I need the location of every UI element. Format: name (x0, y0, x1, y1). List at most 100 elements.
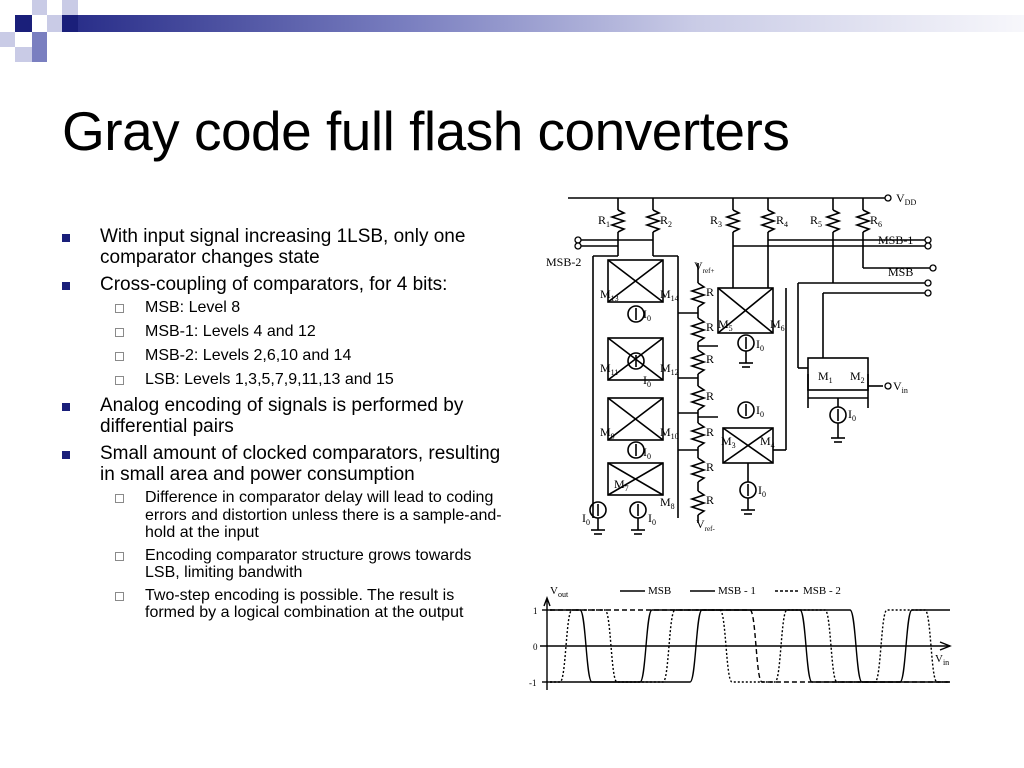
waveform-xlabel: Vin (935, 653, 949, 667)
deco-square (62, 0, 78, 15)
svg-text:I0: I0 (643, 445, 651, 461)
header-gradient-bar (78, 15, 1024, 32)
hollow-square-bullet-icon (115, 304, 124, 313)
deco-square (32, 32, 47, 47)
svg-text:M5: M5 (718, 317, 733, 333)
sub-bullet-text: MSB-1: Levels 4 and 12 (145, 323, 316, 340)
sub-bullet-item: Encoding comparator structure grows towa… (100, 547, 505, 582)
hollow-square-bullet-icon (115, 551, 124, 561)
sub-bullet-item: Difference in comparator delay will lead… (100, 489, 505, 542)
waveform-ylabel: Vout (550, 585, 569, 599)
svg-text:R4: R4 (776, 213, 788, 229)
tick-label: 0 (533, 642, 538, 652)
deco-square (47, 15, 62, 32)
sub-bullet-item: LSB: Levels 1,3,5,7,9,11,13 and 15 (100, 371, 505, 389)
svg-text:I0: I0 (643, 307, 651, 323)
svg-text:R1: R1 (598, 213, 610, 229)
vdd-label: VDD (896, 191, 916, 207)
svg-text:R: R (706, 425, 714, 439)
hollow-square-bullet-icon (115, 352, 124, 361)
svg-text:M10: M10 (660, 425, 679, 441)
msb-2-label: MSB-2 (546, 255, 581, 269)
bullet-item: Small amount of clocked comparators, res… (60, 443, 505, 622)
bullet-text: Cross-coupling of comparators, for 4 bit… (100, 274, 448, 295)
deco-square (15, 47, 32, 62)
svg-text:R: R (706, 320, 714, 334)
sub-bullet-item: Two-step encoding is possible. The resul… (100, 587, 505, 622)
svg-text:R3: R3 (710, 213, 722, 229)
svg-text:I0: I0 (648, 511, 656, 527)
svg-text:I0: I0 (582, 511, 590, 527)
svg-text:R: R (706, 460, 714, 474)
square-bullet-icon (62, 234, 70, 242)
svg-text:M12: M12 (660, 361, 679, 377)
svg-text:M6: M6 (770, 317, 785, 333)
svg-text:R5: R5 (810, 213, 822, 229)
deco-square (15, 32, 32, 47)
sub-bullet-item: MSB-2: Levels 2,6,10 and 14 (100, 347, 505, 365)
sub-bullet-text: MSB: Level 8 (145, 299, 241, 316)
bullet-text: Analog encoding of signals is performed … (100, 395, 464, 437)
slide-title: Gray code full flash converters (62, 100, 790, 162)
svg-text:M7: M7 (614, 477, 629, 493)
svg-text:R: R (706, 285, 714, 299)
deco-square (15, 15, 32, 32)
sub-bullet-item: MSB-1: Levels 4 and 12 (100, 323, 505, 341)
deco-square (32, 47, 47, 62)
deco-square (62, 15, 78, 32)
sub-bullet-text: Two-step encoding is possible. The resul… (145, 586, 464, 622)
svg-text:I0: I0 (848, 407, 856, 423)
svg-text:M9: M9 (600, 425, 615, 441)
svg-text:M8: M8 (660, 495, 675, 511)
svg-text:R6: R6 (870, 213, 882, 229)
legend-msb-1: MSB - 1 (718, 585, 756, 597)
svg-text:I0: I0 (756, 403, 764, 419)
legend-msb: MSB (648, 585, 671, 597)
svg-text:Vin: Vin (893, 379, 908, 395)
gray-code-output-waveform: Vout Vin MSB MSB - 1 MSB - 2 1 0 -1 (529, 585, 952, 690)
msb-1-label: MSB-1 (878, 233, 913, 247)
hollow-square-bullet-icon (115, 376, 124, 385)
svg-text:M3: M3 (721, 434, 736, 450)
square-bullet-icon (62, 403, 70, 411)
svg-text:M1: M1 (818, 369, 833, 385)
svg-text:M4: M4 (760, 434, 775, 450)
svg-text:Vref-: Vref- (696, 517, 715, 533)
svg-text:I0: I0 (643, 373, 651, 389)
bullet-list: With input signal increasing 1LSB, only … (60, 226, 505, 628)
svg-text:I0: I0 (758, 483, 766, 499)
msb-label: MSB (888, 265, 913, 279)
hollow-square-bullet-icon (115, 591, 124, 601)
gray-code-circuit-diagram: VDD R1 R2 R3 R4 R5 R6 MSB-1 MSB MSB-2 Vr… (546, 191, 937, 535)
deco-square (32, 0, 47, 15)
svg-text:R: R (706, 389, 714, 403)
tick-label: -1 (529, 678, 537, 688)
header-decoration (0, 0, 1024, 70)
sub-bullet-item: MSB: Level 8 (100, 299, 505, 317)
sub-bullet-text: LSB: Levels 1,3,5,7,9,11,13 and 15 (145, 371, 394, 388)
svg-text:M2: M2 (850, 369, 865, 385)
deco-square (0, 32, 15, 47)
square-bullet-icon (62, 451, 70, 459)
hollow-square-bullet-icon (115, 494, 124, 503)
svg-text:R: R (706, 493, 714, 507)
bullet-item: Cross-coupling of comparators, for 4 bit… (60, 274, 505, 389)
svg-text:R: R (706, 352, 714, 366)
svg-text:M11: M11 (600, 361, 618, 377)
bullet-text: With input signal increasing 1LSB, only … (100, 226, 466, 268)
square-bullet-icon (62, 282, 70, 290)
svg-text:M13: M13 (600, 287, 619, 303)
legend-msb-2: MSB - 2 (803, 585, 841, 597)
sub-bullet-text: MSB-2: Levels 2,6,10 and 14 (145, 347, 352, 364)
bullet-item: With input signal increasing 1LSB, only … (60, 226, 505, 268)
svg-text:M14: M14 (660, 287, 679, 303)
hollow-square-bullet-icon (115, 328, 124, 337)
svg-text:R2: R2 (660, 213, 672, 229)
sub-bullet-text: Difference in comparator delay will lead… (145, 489, 502, 541)
bullet-item: Analog encoding of signals is performed … (60, 395, 505, 437)
tick-label: 1 (533, 606, 538, 616)
svg-text:Vref+: Vref+ (694, 259, 714, 275)
sub-bullet-text: Encoding comparator structure grows towa… (145, 546, 472, 582)
bullet-text: Small amount of clocked comparators, res… (100, 443, 501, 485)
svg-text:I0: I0 (756, 337, 764, 353)
